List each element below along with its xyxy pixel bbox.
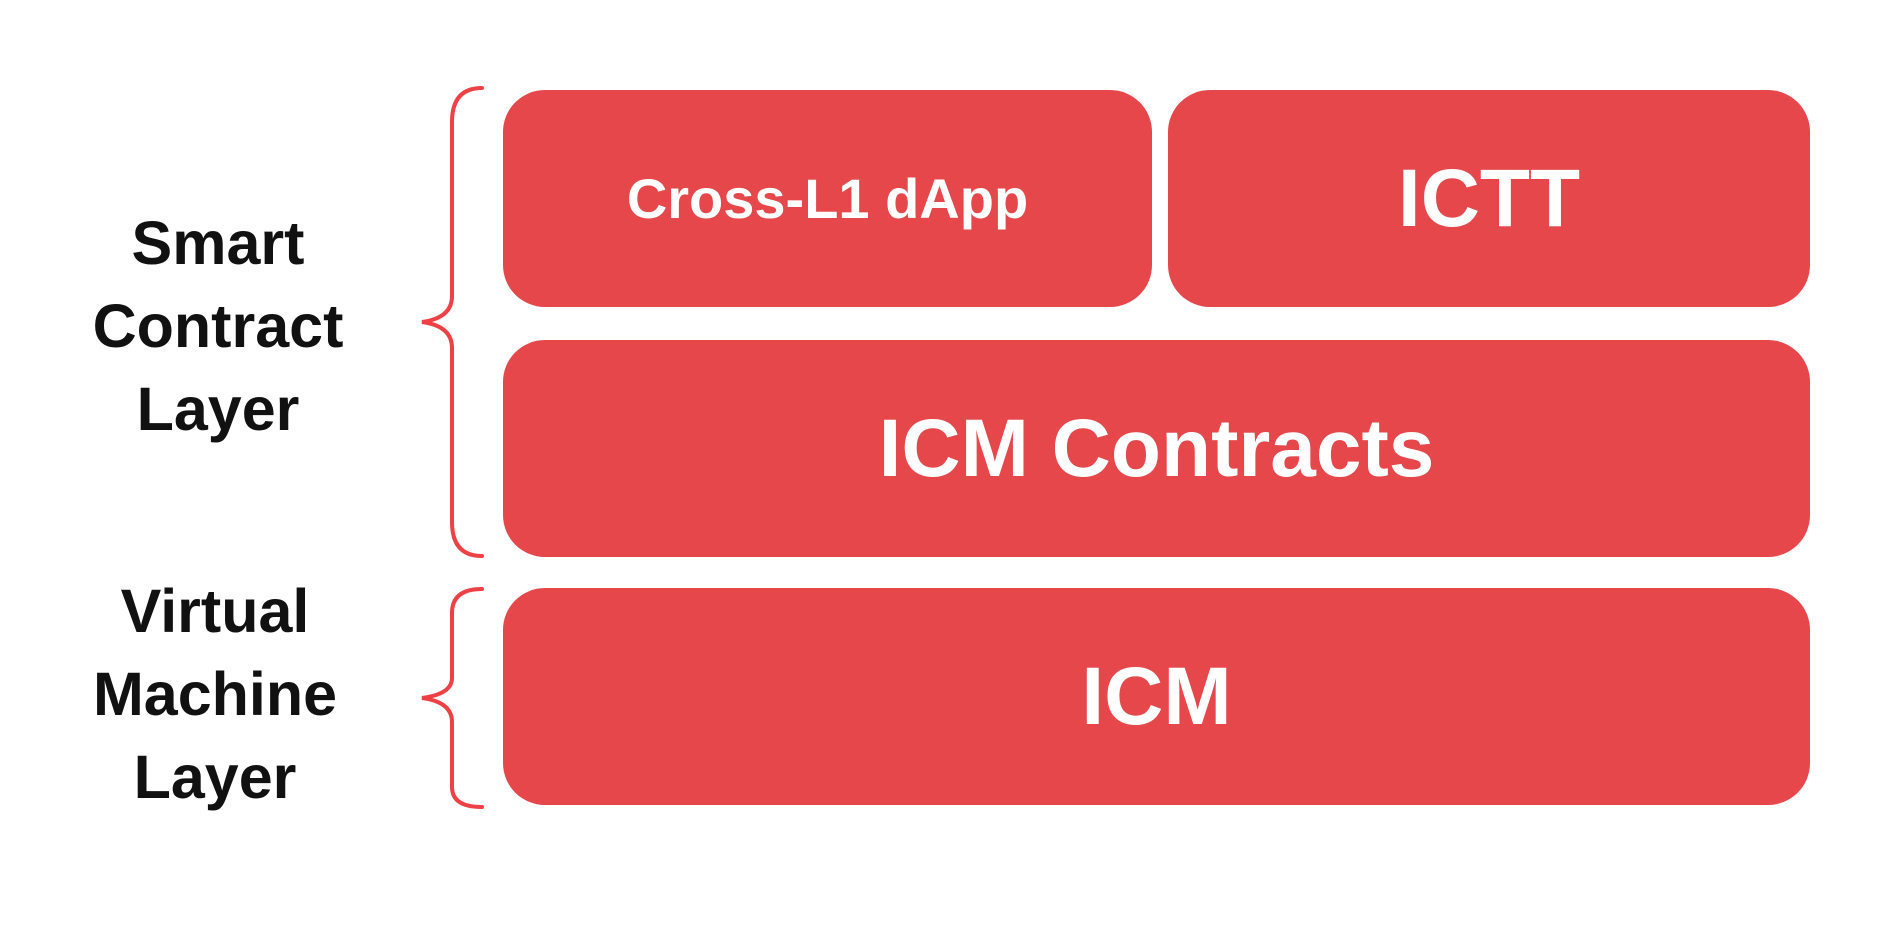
brace-smart-contract-path	[421, 86, 484, 558]
group-label-smart-contract-layer: Smart Contract Layer	[92, 209, 344, 443]
box-icm-contracts-label: ICM Contracts	[878, 402, 1435, 494]
box-icm-contracts: ICM Contracts	[503, 340, 1810, 557]
box-ictt-label: ICTT	[1397, 152, 1581, 244]
brace-smart-contract-layer	[421, 86, 484, 558]
box-cross-l1-dapp: Cross-L1 dApp	[503, 90, 1152, 307]
box-icm-label: ICM	[1081, 650, 1232, 742]
brace-virtual-machine-path	[421, 587, 484, 809]
brace-virtual-machine-layer	[421, 587, 484, 809]
box-icm: ICM	[503, 588, 1810, 805]
box-ictt: ICTT	[1168, 90, 1810, 307]
group-label-virtual-machine-layer: Virtual Machine Layer	[92, 577, 338, 811]
box-cross-l1-dapp-label: Cross-L1 dApp	[626, 167, 1029, 230]
